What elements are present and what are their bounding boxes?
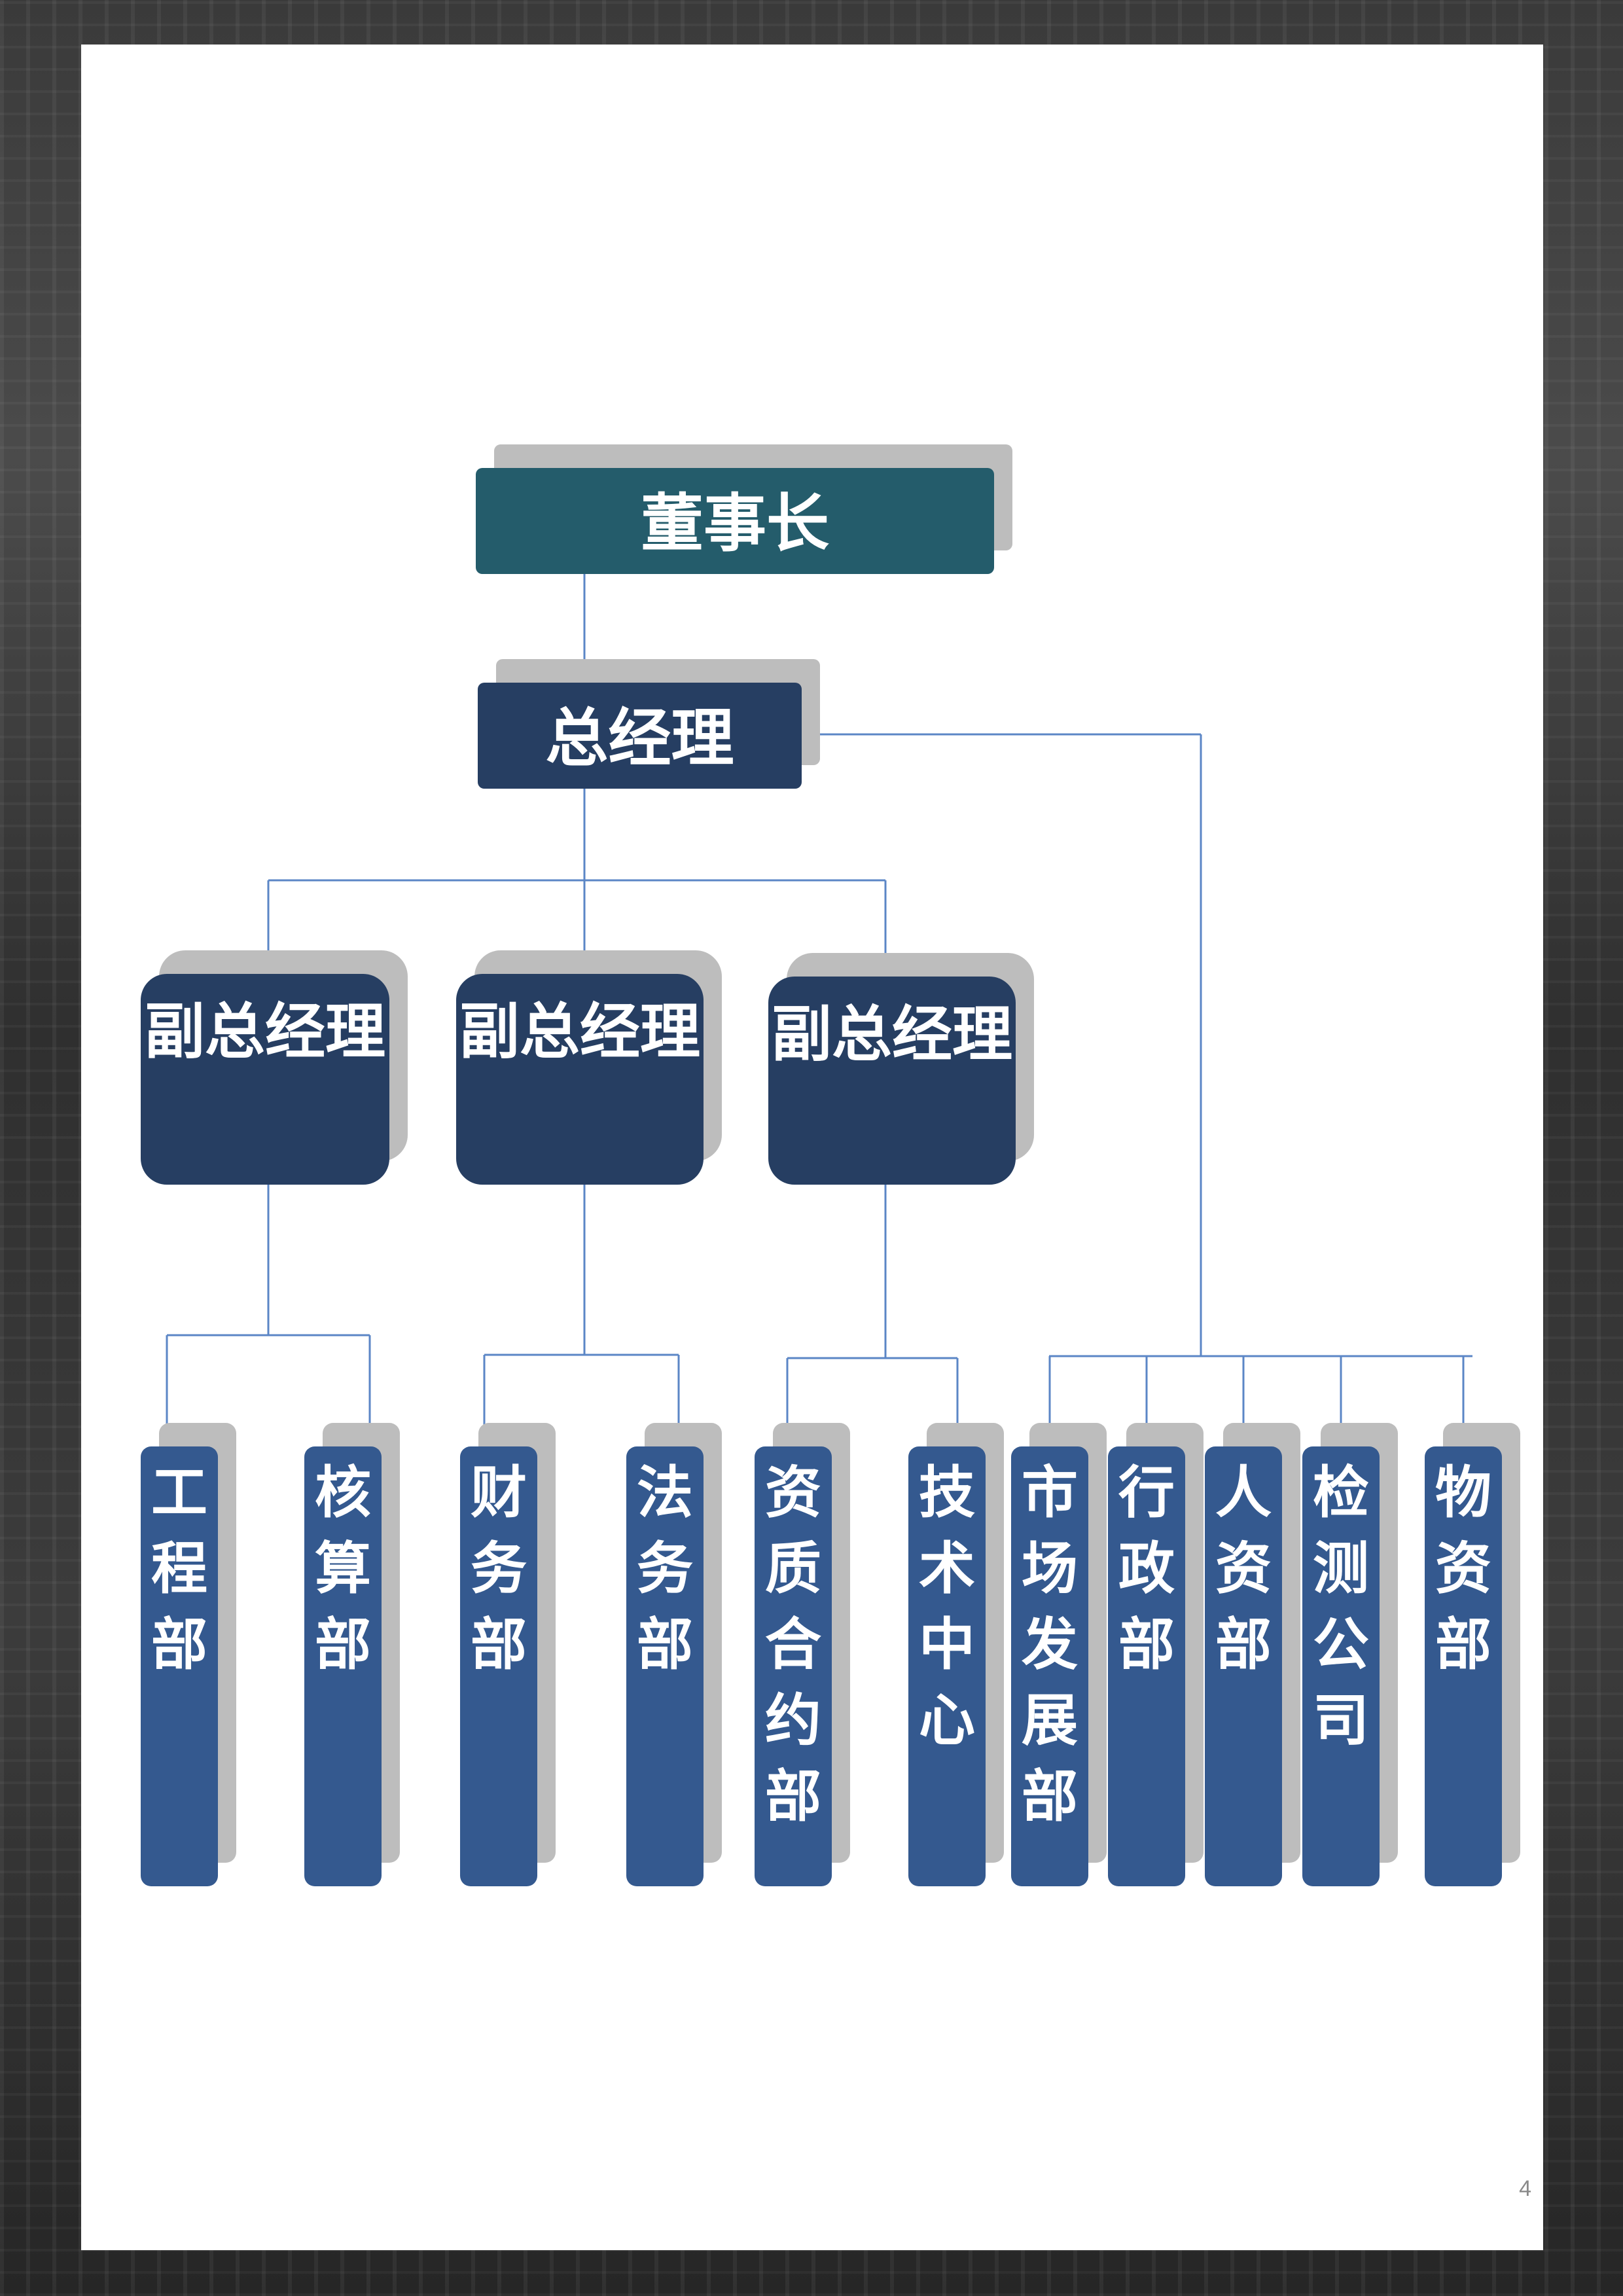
department-node-4-label: 法务部 <box>637 1460 693 1677</box>
department-node-5: 资质合约部 <box>755 1423 850 1886</box>
department-node-9-box <box>1205 1446 1282 1886</box>
department-node-10-box <box>1302 1446 1380 1886</box>
deputy-manager-node-1: 副总经理 <box>141 950 408 1185</box>
department-node-4-box <box>626 1446 704 1886</box>
department-node-3-label: 财务部 <box>471 1460 527 1677</box>
department-node-7-label: 市场发展部 <box>1022 1460 1078 1829</box>
general-manager-node-box <box>478 683 802 789</box>
department-node-9: 人资部 <box>1205 1423 1300 1886</box>
department-node-1-box <box>141 1446 218 1886</box>
deputy-manager-node-2-label: 副总经理 <box>459 997 700 1067</box>
deputy-manager-node-3-label: 副总经理 <box>772 999 1012 1069</box>
deputy-manager-node-3-box <box>768 977 1016 1185</box>
department-node-5-box <box>755 1446 832 1886</box>
department-node-4: 法务部 <box>626 1423 722 1886</box>
department-node-11: 物资部 <box>1425 1423 1520 1886</box>
department-node-2-label: 核算部 <box>315 1460 371 1677</box>
department-node-10: 检测公司 <box>1302 1423 1398 1886</box>
department-node-2-box <box>304 1446 382 1886</box>
department-node-1: 工程部 <box>141 1423 236 1886</box>
department-node-3-box <box>460 1446 537 1886</box>
department-node-8-box <box>1108 1446 1185 1886</box>
department-node-10-label: 检测公司 <box>1313 1460 1369 1753</box>
department-node-6-label: 技术中心 <box>919 1460 975 1753</box>
department-node-8-label: 行政部 <box>1118 1460 1175 1677</box>
department-node-5-label: 资质合约部 <box>765 1460 821 1829</box>
department-node-8: 行政部 <box>1108 1423 1204 1886</box>
chairman-node: 董事长 <box>476 444 1012 574</box>
department-node-7-box <box>1011 1446 1088 1886</box>
department-node-7: 市场发展部 <box>1011 1423 1107 1886</box>
deputy-manager-node-1-label: 副总经理 <box>145 997 385 1067</box>
chairman-node-box <box>476 468 994 574</box>
department-node-11-box <box>1425 1446 1502 1886</box>
department-node-9-label: 人资部 <box>1215 1460 1272 1677</box>
deputy-manager-node-2-box <box>456 974 704 1185</box>
department-node-3: 财务部 <box>460 1423 556 1886</box>
page-number: 4 <box>1519 2176 1531 2201</box>
deputy-manager-node-1-box <box>141 974 389 1185</box>
department-node-11-label: 物资部 <box>1435 1460 1491 1677</box>
general-manager-node-label: 总经理 <box>546 702 734 775</box>
chairman-node-label: 董事长 <box>641 487 829 560</box>
department-node-6-box <box>908 1446 986 1886</box>
department-node-2: 核算部 <box>304 1423 400 1886</box>
deputy-manager-node-2: 副总经理 <box>456 950 722 1185</box>
department-node-6: 技术中心 <box>908 1423 1004 1886</box>
general-manager-node: 总经理 <box>478 659 820 789</box>
department-node-1-label: 工程部 <box>151 1460 207 1677</box>
deputy-manager-node-3: 副总经理 <box>768 953 1034 1185</box>
